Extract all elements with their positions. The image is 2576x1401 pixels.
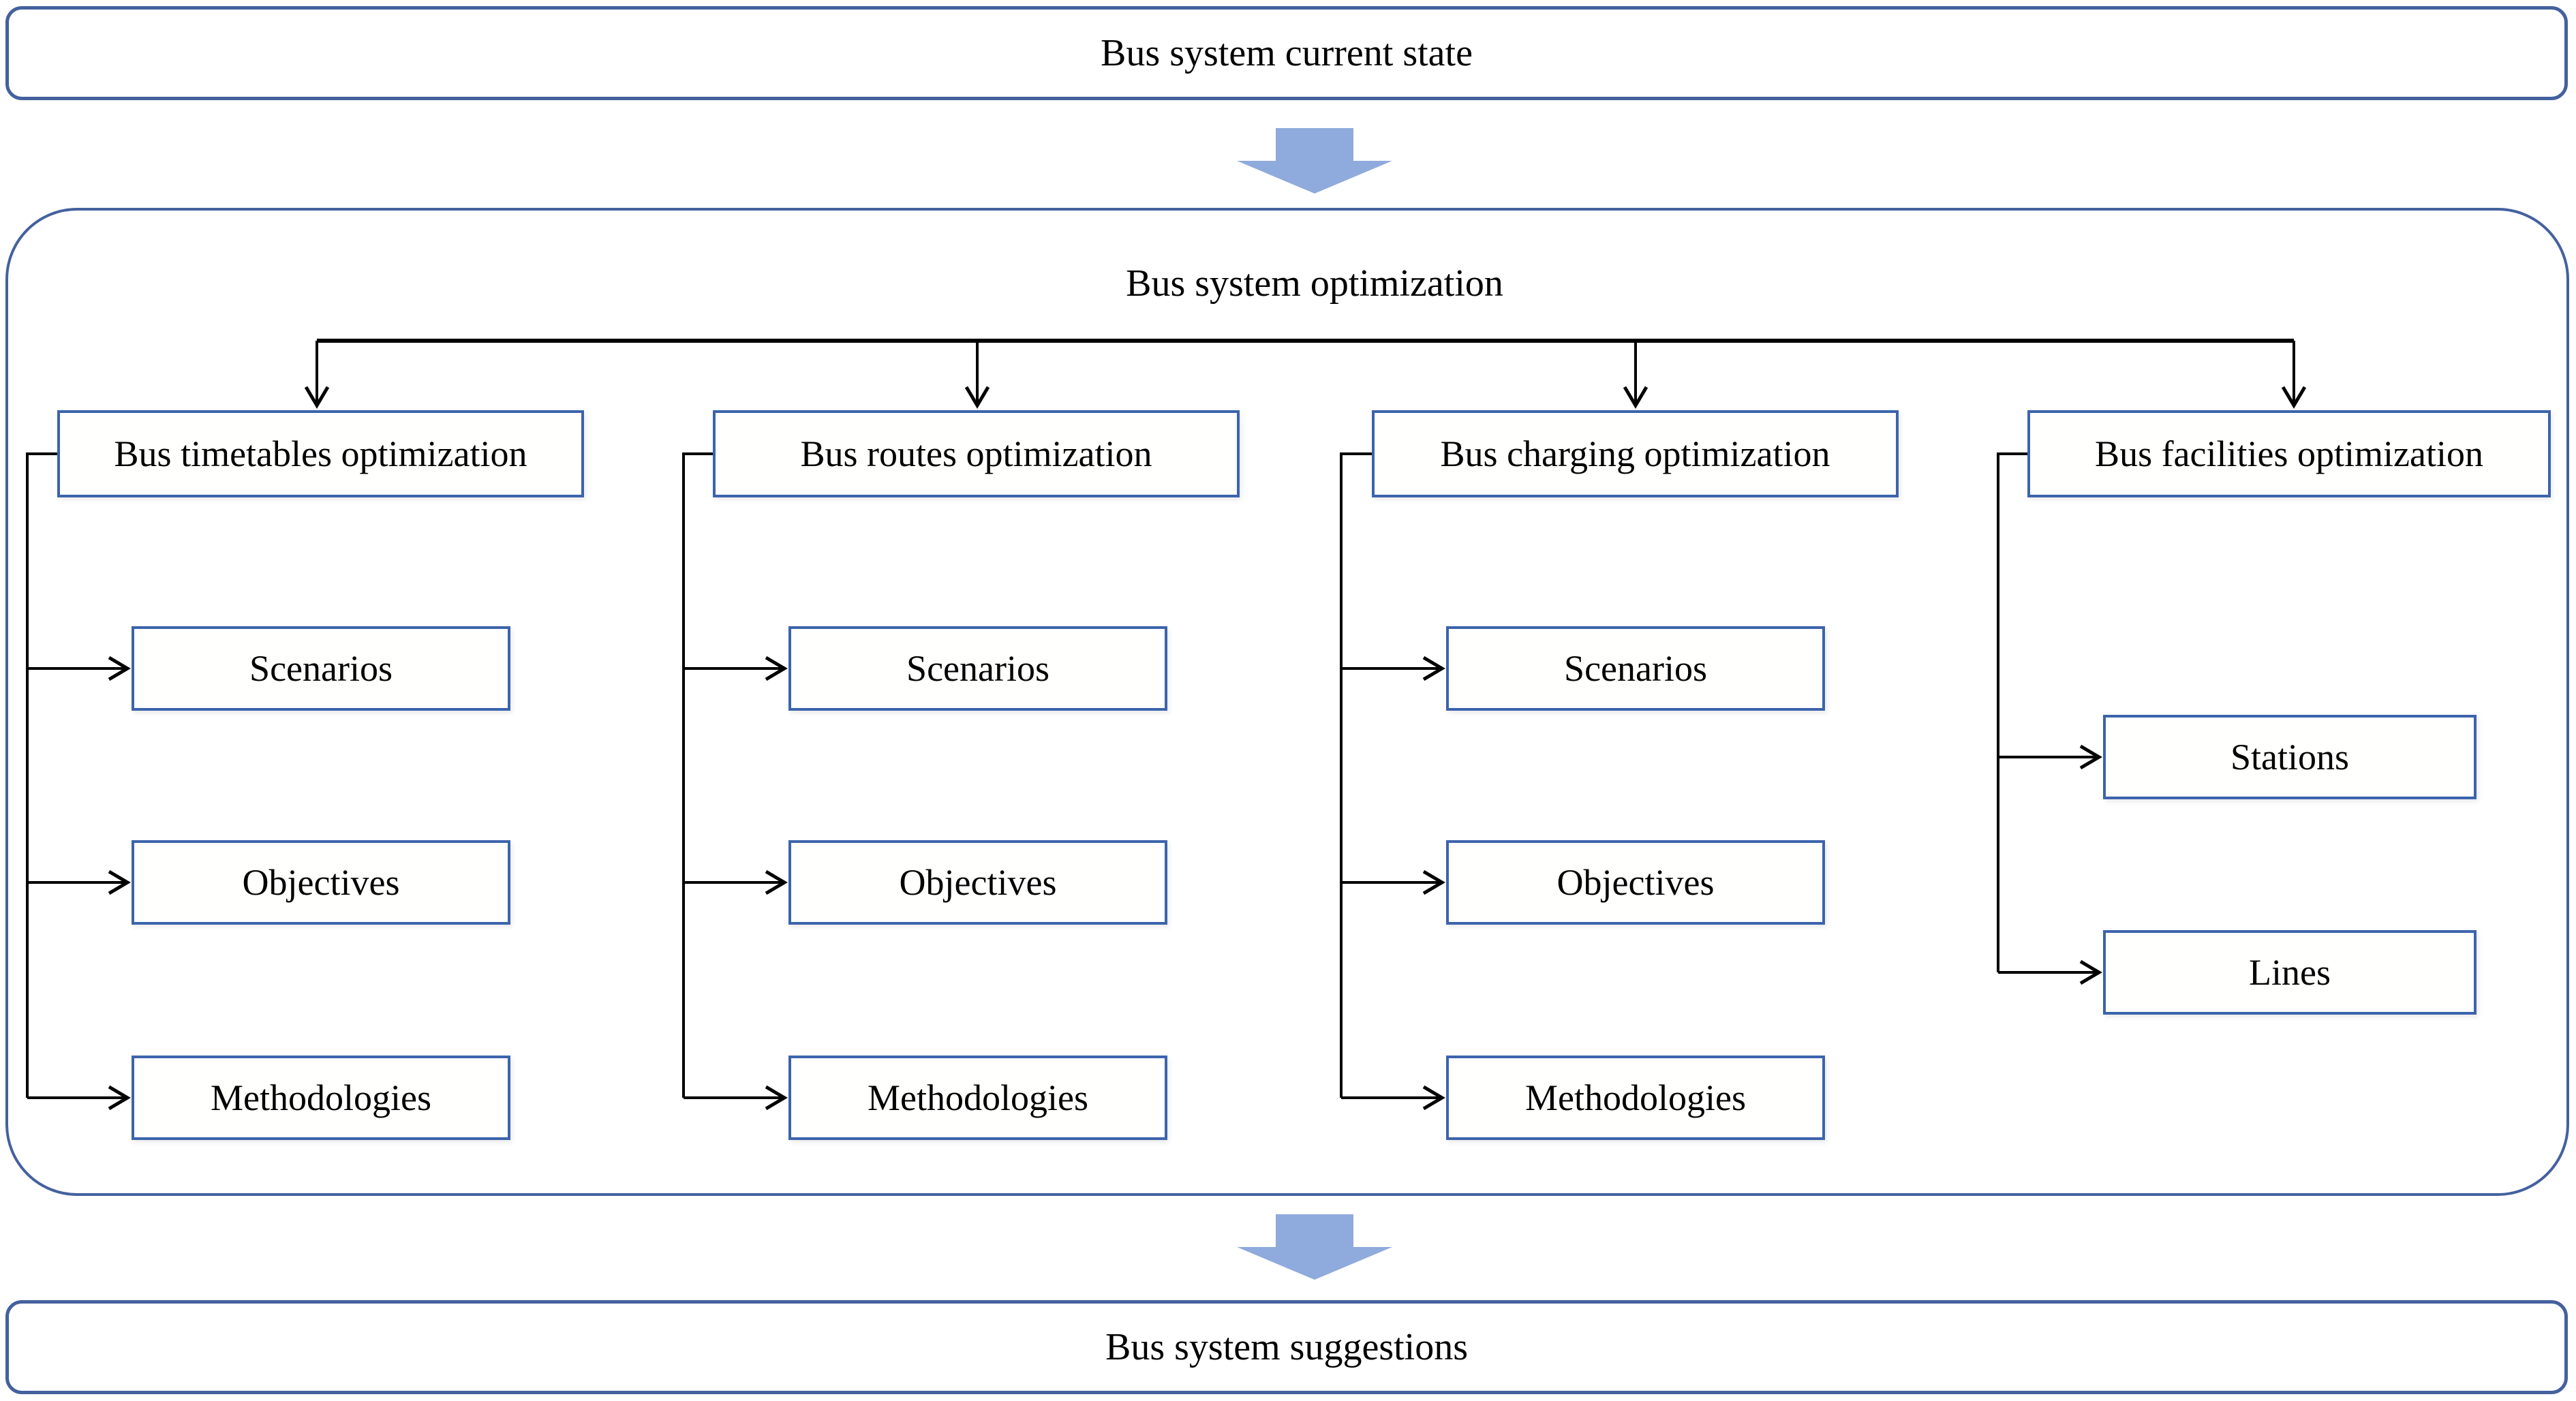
- facilities-stations-box: Stations: [2103, 715, 2477, 799]
- timetables-optimization-box: Bus timetables optimization: [57, 410, 584, 497]
- charging-objectives-box: Objectives: [1446, 840, 1825, 925]
- routes-objectives-label: Objectives: [899, 862, 1057, 903]
- timetables-scenarios-label: Scenarios: [249, 648, 393, 689]
- current-state-box: Bus system current state: [5, 6, 2568, 100]
- optimization-title: Bus system optimization: [1126, 262, 1503, 305]
- charging-methodologies-box: Methodologies: [1446, 1056, 1825, 1140]
- routes-methodologies-box: Methodologies: [788, 1056, 1167, 1140]
- routes-scenarios-label: Scenarios: [906, 648, 1049, 689]
- charging-methodologies-label: Methodologies: [1525, 1077, 1746, 1118]
- suggestions-box: Bus system suggestions: [5, 1300, 2568, 1394]
- routes-optimization-box: Bus routes optimization: [713, 410, 1240, 497]
- timetables-optimization-label: Bus timetables optimization: [114, 433, 527, 474]
- facilities-optimization-box: Bus facilities optimization: [2027, 410, 2551, 497]
- charging-objectives-label: Objectives: [1557, 862, 1715, 903]
- charging-scenarios-label: Scenarios: [1564, 648, 1707, 689]
- timetables-objectives-label: Objectives: [242, 862, 400, 903]
- charging-optimization-box: Bus charging optimization: [1372, 410, 1899, 497]
- facilities-stations-label: Stations: [2230, 737, 2350, 778]
- current-state-label: Bus system current state: [1101, 32, 1473, 74]
- down-arrow-icon: [1237, 128, 1392, 194]
- charging-scenarios-box: Scenarios: [1446, 626, 1825, 711]
- charging-optimization-label: Bus charging optimization: [1440, 433, 1830, 474]
- down-arrow-icon: [1237, 1214, 1392, 1280]
- routes-optimization-label: Bus routes optimization: [800, 433, 1152, 474]
- suggestions-label: Bus system suggestions: [1105, 1326, 1469, 1368]
- routes-methodologies-label: Methodologies: [868, 1077, 1088, 1118]
- timetables-scenarios-box: Scenarios: [132, 626, 510, 711]
- timetables-methodologies-label: Methodologies: [211, 1077, 431, 1118]
- timetables-methodologies-box: Methodologies: [132, 1056, 510, 1140]
- timetables-objectives-box: Objectives: [132, 840, 510, 925]
- facilities-optimization-label: Bus facilities optimization: [2095, 433, 2483, 474]
- facilities-lines-box: Lines: [2103, 930, 2477, 1015]
- routes-scenarios-box: Scenarios: [788, 626, 1167, 711]
- facilities-lines-label: Lines: [2249, 952, 2331, 993]
- routes-objectives-box: Objectives: [788, 840, 1167, 925]
